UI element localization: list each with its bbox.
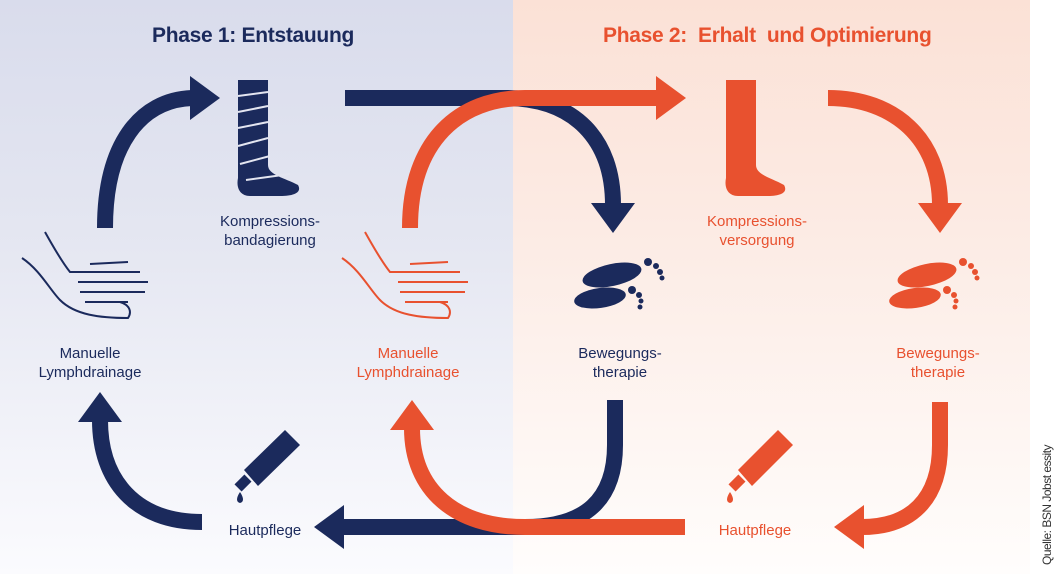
compression-stocking-icon [725, 80, 786, 196]
footprints-icon [574, 258, 665, 310]
cream-tube-icon [234, 430, 300, 503]
phase1-title: Phase 1: Entstauung [152, 24, 355, 47]
arrowhead [591, 203, 635, 233]
footprints-icon [889, 258, 980, 310]
arrow-skin-to-lymph [92, 419, 203, 530]
arrowhead [656, 76, 686, 120]
bandaged-leg-icon [237, 80, 300, 196]
label-compression-garment: Kompressions- versorgung [706, 213, 808, 249]
arrow-movement-to-skin [342, 400, 623, 535]
source-credit: Quelle: BSN Jobst essity [1040, 444, 1054, 565]
label-lymph-drainage-1: Manuelle Lymphdrainage [38, 345, 142, 381]
hands-massage-icon [21, 231, 148, 320]
arrow-lymph-to-bandage [97, 90, 193, 229]
label-skin-care-2: Hautpflege [718, 522, 792, 539]
label-skin-care-1: Hautpflege [228, 522, 302, 539]
arrowhead [190, 76, 220, 120]
label-compression-bandaging: Kompressions- bandagierung [219, 213, 321, 249]
arrowhead [390, 400, 434, 430]
phase2-title: Phase 2: Erhalt und Optimierung [603, 24, 932, 47]
hands-massage-icon [341, 231, 468, 320]
arrow-skin-to-lymph-2 [404, 427, 685, 535]
cream-tube-icon [727, 430, 793, 503]
arrowhead [918, 203, 962, 233]
arrowhead [834, 505, 864, 549]
arrow-movement-to-skin-2 [861, 402, 948, 535]
arrowhead [78, 392, 122, 422]
label-movement-therapy-2: Bewegungs- therapie [896, 345, 980, 381]
arrow-stocking-to-movement [827, 90, 948, 206]
label-movement-therapy-1: Bewegungs- therapie [578, 345, 662, 381]
label-lymph-drainage-2: Manuelle Lymphdrainage [356, 345, 460, 381]
arrow-lymph-to-stocking [402, 90, 658, 229]
